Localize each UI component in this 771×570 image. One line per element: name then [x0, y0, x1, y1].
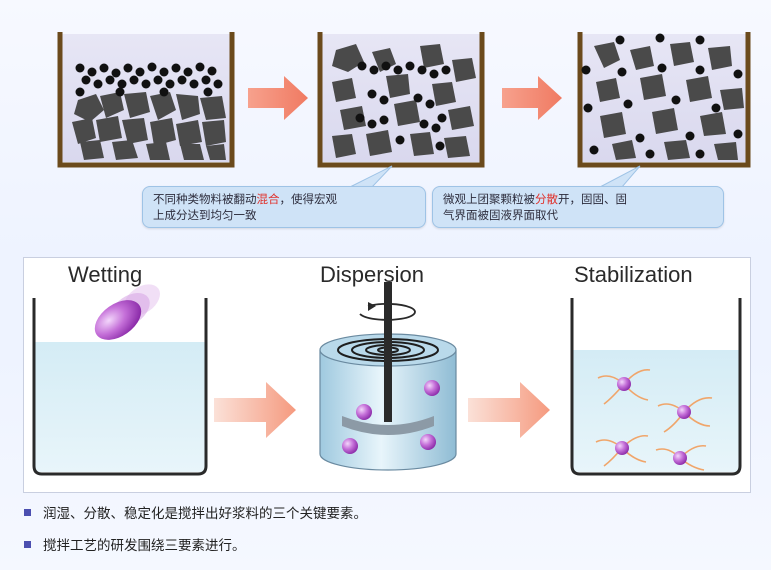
callout-mixing-line2: 上成分达到均匀一致	[153, 208, 257, 222]
process-panel: Wetting Dispersion Stabilization	[23, 257, 751, 493]
bullet-text-2: 搅拌工艺的研发围绕三要素进行。	[43, 538, 246, 554]
callout-mixing-pre: 不同种类物料被翻动	[153, 192, 257, 206]
callout-dispersing-post: 开，固固、固	[558, 192, 627, 206]
bullet-icon	[24, 508, 31, 516]
mixing-diagram	[57, 32, 751, 188]
container-2	[317, 32, 485, 168]
stage-label-stabilization: Stabilization	[574, 262, 693, 287]
gray-particles-layer	[72, 92, 226, 160]
callout-dispersing-pre: 微观上团聚颗粒被	[443, 192, 535, 206]
callout-mixing-highlight: 混合	[256, 192, 280, 206]
callout-mixing: 不同种类物料被翻动混合，使得宏观 上成分达到均匀一致	[142, 186, 426, 228]
container-3	[577, 32, 751, 168]
bullet-item-2: 搅拌工艺的研发围绕三要素进行。	[24, 534, 246, 554]
bullet-item-1: 润湿、分散、稳定化是搅拌出好浆料的三个关键要素。	[24, 502, 367, 522]
black-dots-layer	[75, 62, 223, 97]
process-arrow-1	[214, 382, 296, 438]
arrow-right-2	[502, 76, 562, 120]
bullet-text-1: 润湿、分散、稳定化是搅拌出好浆料的三个关键要素。	[43, 506, 367, 522]
bullet-icon	[24, 540, 31, 548]
callout-dispersing: 微观上团聚颗粒被分散开，固固、固 气界面被固液界面取代	[432, 186, 724, 228]
process-arrow-2	[468, 382, 550, 438]
callout-mixing-post: ，使得宏观	[279, 192, 338, 206]
rotation-icon	[359, 302, 416, 321]
arrow-right-1	[248, 76, 308, 120]
stage-label-wetting: Wetting	[68, 262, 143, 287]
wetting-beaker	[32, 284, 208, 476]
container-1	[57, 32, 235, 168]
stabilization-beaker	[570, 298, 742, 476]
callout-dispersing-line2: 气界面被固液界面取代	[443, 208, 558, 222]
dispersion-tank	[319, 282, 457, 471]
process-illustration	[32, 282, 742, 476]
stage-label-dispersion: Dispersion	[320, 262, 424, 287]
callout-dispersing-highlight: 分散	[535, 192, 558, 206]
